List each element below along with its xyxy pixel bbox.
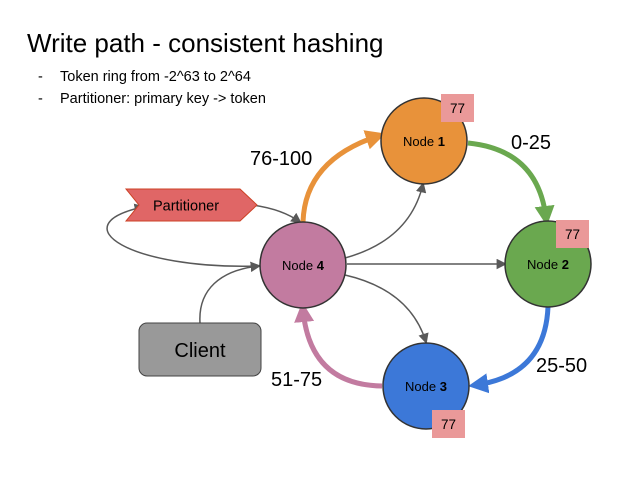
token-badge-node-3: 77 <box>432 410 465 438</box>
node-1-label: Node 1 <box>403 134 445 149</box>
node-3: Node 3 <box>382 342 470 430</box>
partitioner-shape: Partitioner <box>124 188 258 222</box>
token-badge-label: 77 <box>441 417 456 432</box>
connector-node4-to-node3 <box>344 274 429 345</box>
bullet-item: -Partitioner: primary key -> token <box>38 91 266 107</box>
token-badge-node-1: 77 <box>441 94 474 122</box>
range-label-node-4: 76-100 <box>250 148 312 170</box>
token-badge-label: 77 <box>565 227 580 242</box>
partitioner-label: Partitioner <box>153 199 219 215</box>
client-box: Client <box>138 322 262 377</box>
node-3-label: Node 3 <box>405 379 447 394</box>
range-label-node-3: 51-75 <box>271 369 322 391</box>
connector-client-to-node4 <box>199 261 262 324</box>
node-4-label: Node 4 <box>282 258 325 273</box>
ring-arc-blue <box>468 306 551 394</box>
range-label-node-1: 0-25 <box>511 132 551 154</box>
range-label-node-2: 25-50 <box>536 355 587 377</box>
node-2-label: Node 2 <box>527 257 569 272</box>
ring-arc-orange <box>300 130 386 223</box>
bullet-item: -Token ring from -2^63 to 2^64 <box>38 69 251 85</box>
connector-node4-to-node1 <box>344 181 427 259</box>
token-badge-node-2: 77 <box>556 220 589 248</box>
slide-title: Write path - consistent hashing <box>27 28 384 58</box>
client-label: Client <box>174 340 226 362</box>
token-badge-label: 77 <box>450 101 465 116</box>
connector-partitioner-to-node4 <box>251 204 302 224</box>
ring-arc-green <box>467 140 555 226</box>
node-4: Node 4 <box>259 221 347 309</box>
bullet-list: -Token ring from -2^63 to 2^64 -Partitio… <box>38 66 266 110</box>
connector-node4-loop-to-partitioner <box>106 203 260 267</box>
ring-arc-pink <box>294 302 383 389</box>
